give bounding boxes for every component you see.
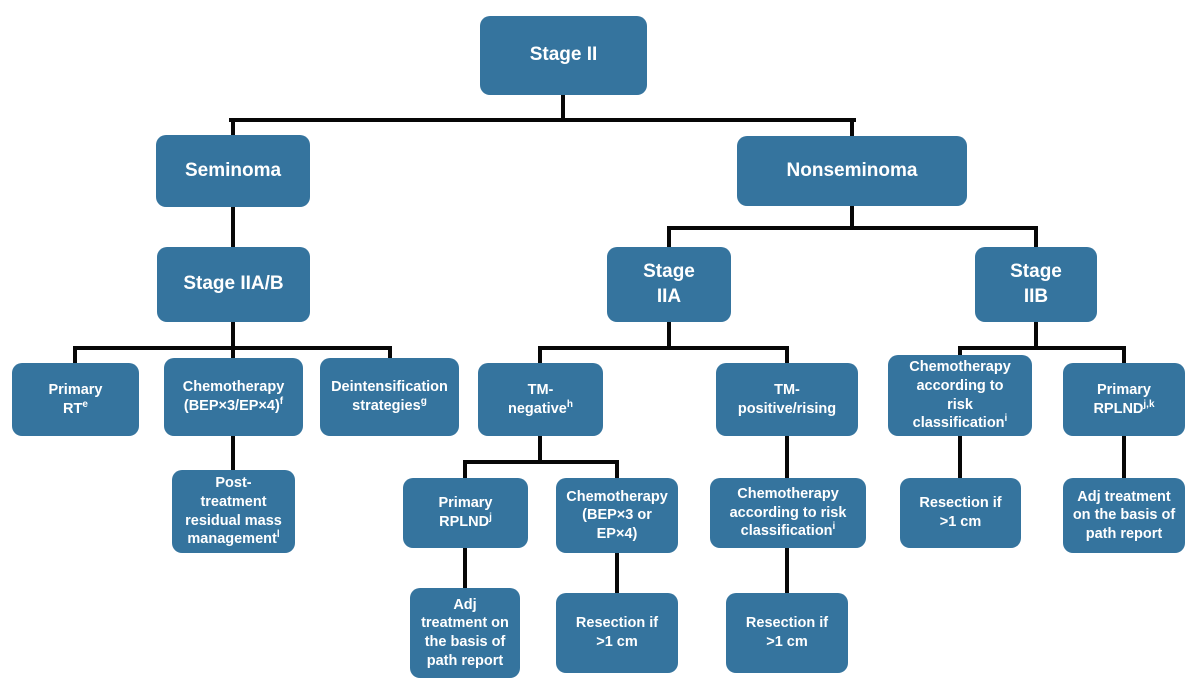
footnote-mark: i: [832, 521, 836, 533]
node-label: Resection if >1 cm: [745, 615, 829, 650]
footnote-mark: e: [82, 398, 88, 410]
node-nonseminoma: Nonseminoma: [737, 136, 967, 206]
footnote-mark: i: [1004, 413, 1008, 425]
node-label: Stage IIB: [1010, 261, 1062, 307]
node-resection-chemo-iia: Resection if >1 cm: [556, 593, 678, 673]
footnote-mark: f: [279, 396, 284, 408]
footnote-mark: h: [566, 398, 573, 410]
node-label: Seminoma: [184, 159, 282, 181]
node-stage-iib: Stage IIB: [975, 247, 1097, 322]
node-seminoma: Seminoma: [156, 135, 310, 207]
node-label: Deintensification strategies: [331, 379, 448, 414]
connector-iia-split: [538, 318, 789, 368]
node-primary-rplnd-jk: Primary RPLNDj,k: [1063, 363, 1185, 436]
node-resection-iib: Resection if >1 cm: [900, 478, 1021, 548]
connector-iib-split: [958, 318, 1126, 368]
connector-iiab-split: [73, 318, 392, 368]
node-stage-iiab: Stage IIA/B: [157, 247, 310, 322]
node-label: TM- negative: [508, 381, 567, 417]
node-label: Stage II: [529, 44, 598, 66]
footnote-mark: g: [420, 396, 427, 408]
node-resection-tm-pos: Resection if >1 cm: [726, 593, 848, 673]
node-label: Stage IIA: [643, 261, 695, 307]
node-stage-iia: Stage IIA: [607, 247, 731, 322]
node-label: Primary RPLND: [1093, 381, 1151, 417]
connector-tm-negative-split: [463, 432, 619, 483]
node-primary-rplnd-j: Primary RPLNDj: [403, 478, 528, 548]
node-label: Resection if >1 cm: [575, 615, 659, 650]
node-label: TM- positive/rising: [737, 381, 837, 417]
footnote-mark: j,k: [1143, 398, 1155, 410]
node-label: Primary RT: [48, 381, 103, 417]
node-label: Adj treatment on the basis of path repor…: [1072, 488, 1176, 542]
node-tm-positive: TM- positive/rising: [716, 363, 858, 436]
node-label: Post- treatment residual mass management: [185, 475, 282, 548]
footnote-mark: j: [489, 512, 492, 524]
node-label: Nonseminoma: [786, 159, 918, 181]
node-label: Chemotherapy according to risk classific…: [729, 486, 847, 540]
node-label: Stage IIA/B: [183, 273, 284, 295]
node-tm-negative: TM- negativeh: [478, 363, 603, 436]
node-chemotherapy-bep3-ep4: Chemotherapy (BEP×3/EP×4)f: [164, 358, 303, 436]
node-chemo-risk-tm-pos: Chemotherapy according to risk classific…: [710, 478, 866, 548]
node-chemo-risk-iib: Chemotherapy according to risk classific…: [888, 355, 1032, 436]
node-label: Resection if >1 cm: [919, 495, 1002, 530]
connector-nonseminoma-split: [667, 202, 1038, 252]
node-label: Chemotherapy according to risk classific…: [909, 359, 1011, 432]
node-label: Chemotherapy (BEP×3 or EP×4): [566, 488, 668, 542]
node-label: Chemotherapy (BEP×3/EP×4): [182, 379, 285, 414]
node-label: Primary RPLND: [438, 495, 493, 530]
node-post-treatment: Post- treatment residual mass management…: [172, 470, 295, 553]
node-deintensification: Deintensification strategiesg: [320, 358, 459, 436]
footnote-mark: l: [276, 529, 280, 541]
connector-stage-ii-split: [229, 91, 856, 141]
node-adj-treatment-iia: Adj treatment on the basis of path repor…: [410, 588, 520, 678]
node-stage-ii: Stage II: [480, 16, 647, 95]
node-adj-treatment-iib: Adj treatment on the basis of path repor…: [1063, 478, 1185, 553]
node-chemo-bep3-or-ep4: Chemotherapy (BEP×3 or EP×4): [556, 478, 678, 553]
node-primary-rt: Primary RTe: [12, 363, 139, 436]
node-label: Adj treatment on the basis of path repor…: [421, 596, 509, 669]
